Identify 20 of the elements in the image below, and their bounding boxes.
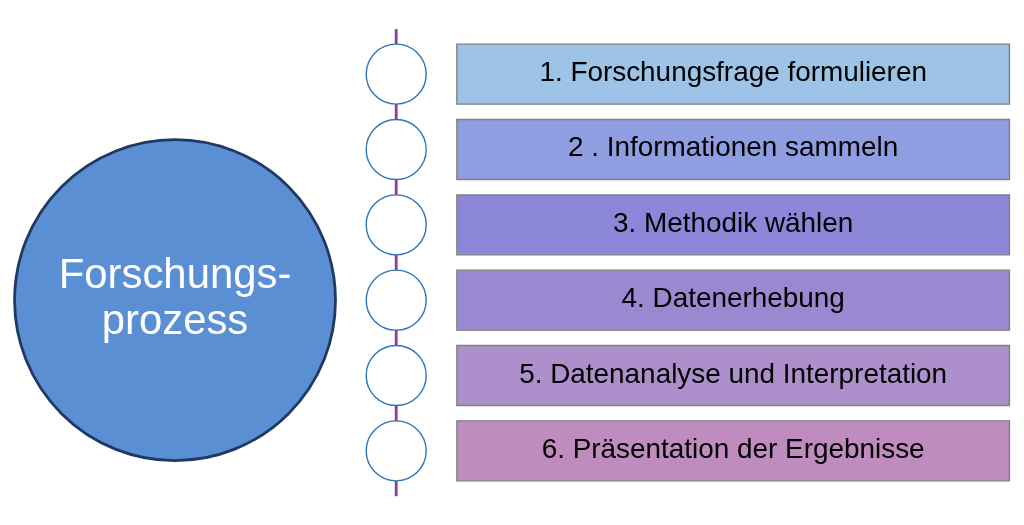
connector <box>394 330 398 346</box>
node-box: 4. Datenerhebung <box>456 269 1011 331</box>
node-circle <box>365 194 427 256</box>
connector <box>394 29 398 44</box>
connector <box>394 254 398 271</box>
connector <box>394 104 398 120</box>
node-box: 2 . Informationen sammeln <box>456 118 1011 181</box>
node-box: 5. Datenanalyse und Interpretation <box>456 344 1011 407</box>
node-circle <box>365 269 427 331</box>
node-circle <box>365 344 427 407</box>
node-circle: Forschungs- prozess <box>13 138 337 463</box>
node-box: 6. Präsentation der Ergebnisse <box>456 420 1011 482</box>
node-box: 3. Methodik wählen <box>456 194 1011 256</box>
node-circle <box>365 118 427 181</box>
node-circle <box>365 420 427 482</box>
node-circle <box>365 43 427 105</box>
connector <box>394 179 398 195</box>
connector <box>394 480 398 497</box>
connector <box>394 405 398 421</box>
node-box: 1. Forschungsfrage formulieren <box>456 43 1011 105</box>
